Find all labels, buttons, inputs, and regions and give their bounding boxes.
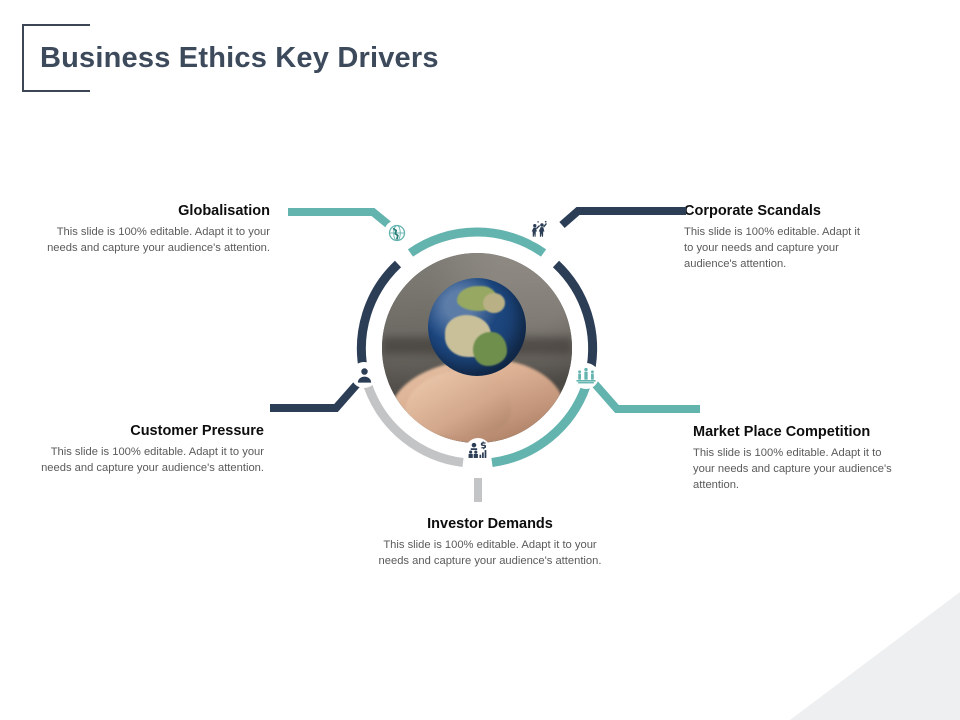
globe-icon[interactable] bbox=[384, 220, 410, 246]
protest-people-icon-glyph bbox=[531, 220, 547, 237]
connector-globalisation bbox=[288, 208, 393, 230]
node-title-market-place-competition: Market Place Competition bbox=[693, 424, 871, 440]
node-text-investor-demands: Investor Demands This slide is 100% edit… bbox=[375, 516, 605, 569]
node-body-market-place-competition: This slide is 100% editable. Adapt it to… bbox=[693, 447, 892, 492]
node-title-corporate-scandals: Corporate Scandals bbox=[684, 203, 821, 219]
single-person-icon[interactable] bbox=[351, 362, 377, 388]
photo-palm bbox=[404, 370, 512, 436]
investors-dollar-icon[interactable] bbox=[465, 438, 491, 464]
title-bracket-decoration bbox=[22, 24, 90, 92]
slide-header: Business Ethics Key Drivers bbox=[22, 24, 439, 92]
connector-corporate-scandals bbox=[559, 207, 686, 229]
node-body-customer-pressure: This slide is 100% editable. Adapt it to… bbox=[41, 446, 264, 475]
circular-diagram bbox=[270, 190, 720, 520]
node-title-globalisation: Globalisation bbox=[178, 203, 270, 219]
podium-people-icon[interactable] bbox=[573, 363, 599, 389]
node-text-corporate-scandals: Corporate Scandals This slide is 100% ed… bbox=[684, 203, 869, 272]
photo-globe-landmass bbox=[473, 332, 507, 366]
connector-customer-pressure bbox=[270, 380, 362, 412]
protest-people-icon[interactable] bbox=[526, 217, 552, 243]
center-photo bbox=[382, 253, 572, 443]
podium-people-icon-glyph bbox=[576, 367, 596, 384]
photo-globe-landmass bbox=[482, 293, 505, 314]
node-title-customer-pressure: Customer Pressure bbox=[130, 423, 264, 439]
node-text-market-place-competition: Market Place Competition This slide is 1… bbox=[693, 424, 893, 493]
single-person-icon-glyph bbox=[357, 367, 371, 383]
globe-icon-glyph bbox=[388, 224, 406, 242]
node-body-corporate-scandals: This slide is 100% editable. Adapt it to… bbox=[684, 226, 860, 271]
node-text-customer-pressure: Customer Pressure This slide is 100% edi… bbox=[30, 423, 264, 476]
node-body-investor-demands: This slide is 100% editable. Adapt it to… bbox=[378, 539, 602, 568]
node-title-investor-demands: Investor Demands bbox=[427, 516, 553, 532]
corner-triangle-decoration bbox=[790, 592, 960, 720]
connector-market-place-competition bbox=[591, 381, 700, 413]
page-title: Business Ethics Key Drivers bbox=[40, 41, 439, 74]
node-text-globalisation: Globalisation This slide is 100% editabl… bbox=[45, 203, 270, 256]
arc-globalisation bbox=[407, 227, 547, 257]
investors-dollar-icon-glyph bbox=[468, 441, 487, 458]
node-body-globalisation: This slide is 100% editable. Adapt it to… bbox=[47, 226, 270, 255]
photo-globe bbox=[427, 277, 527, 377]
